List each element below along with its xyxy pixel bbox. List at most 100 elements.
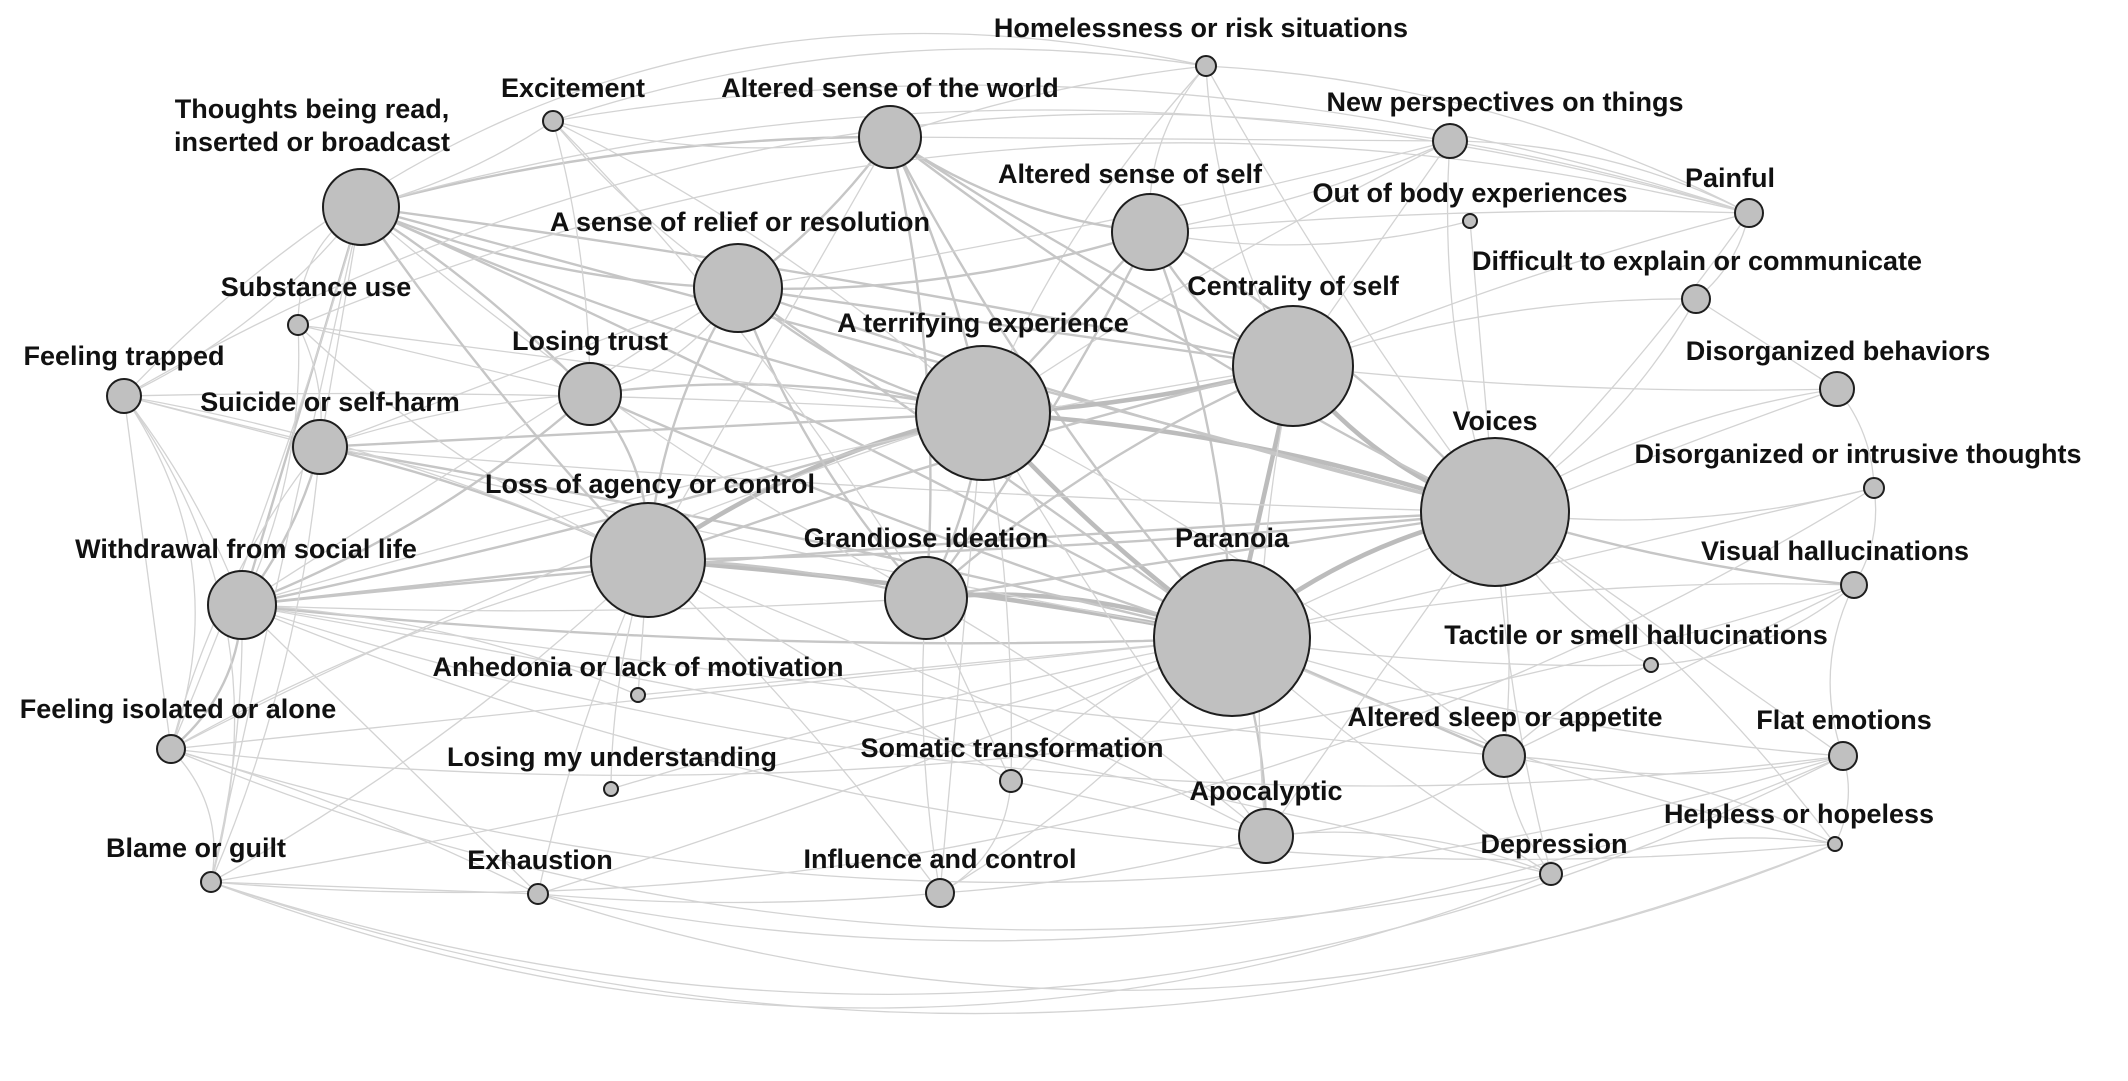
edge-loss-agency-altered-world [647,136,891,561]
edge-arc-blame-helpless [210,843,1836,1015]
edge-paranoia-isolated [170,637,1233,750]
edge-arc-excitement-painful [552,84,1750,214]
edge-withdrawal-altered-sleep [241,604,1505,757]
node-label-disorganized-thoughts: Disorganized or intrusive thoughts [1634,439,2081,469]
node-difficult [1681,284,1711,314]
edge-relief-suicide [319,287,739,448]
edge-isolated-blame [170,748,215,883]
node-anhedonia [630,687,646,703]
node-label-line: Disorganized or intrusive thoughts [1634,439,2081,469]
edge-thoughts-isolated [170,206,362,750]
node-label-line: Substance use [221,272,412,302]
edge-altered-self-painful [1149,210,1750,233]
edge-visual-flat [1829,584,1855,757]
edge-grandiose-altered-world [888,135,932,600]
edge-apocalyptic-depression [1265,831,1552,875]
node-label-line: Visual hallucinations [1701,536,1969,566]
edge-altered-world-new-perspectives [889,136,1451,142]
edge-centrality-relief [736,286,1295,368]
node-label-line: Altered sense of the world [721,73,1059,103]
edge-arc-excitement-homelessness [552,48,1207,122]
node-label-relief: A sense of relief or resolution [550,207,930,237]
node-label-line: Exhaustion [467,845,613,875]
node-label-flat: Flat emotions [1756,705,1932,735]
edge-centrality-thoughts [359,205,1295,368]
edge-suicide-blame [210,446,321,883]
node-label-losing-understanding: Losing my understanding [447,742,777,772]
edge-grandiose-excitement [552,120,927,599]
edge-paranoia-losing-understanding [610,637,1233,790]
edge-paranoia-anhedonia [637,637,1233,696]
edge-paranoia-withdrawal [240,603,1234,645]
node-label-exhaustion: Exhaustion [467,845,613,875]
node-isolated [156,734,186,764]
node-influence [925,878,955,908]
node-losing-trust [558,362,622,426]
node-label-line: Paranoia [1175,523,1290,553]
edge-arc-homelessness-painful [1205,65,1750,214]
edge-altered-world-excitement [552,120,891,149]
node-label-line: A sense of relief or resolution [550,207,930,237]
node-homelessness [1195,55,1217,77]
node-label-somatic: Somatic transformation [860,733,1163,763]
node-label-visual: Visual hallucinations [1701,536,1969,566]
node-terrifying [915,345,1051,481]
node-altered-world [858,105,922,169]
edge-exhaustion-influence [537,892,941,904]
node-label-new-perspectives: New perspectives on things [1326,87,1683,117]
node-paranoia [1153,559,1311,717]
edge-influence-somatic [939,780,1012,894]
node-label-line: Influence and control [803,844,1076,874]
edge-arc-isolated-flat [170,748,1844,884]
edge-altered-self-out-of-body [1149,220,1471,246]
node-depression [1539,862,1563,886]
node-label-line: Losing trust [512,326,668,356]
node-helpless [1827,836,1843,852]
node-label-centrality: Centrality of self [1187,271,1400,301]
node-apocalyptic [1238,808,1294,864]
edge-arc-substance-painful [297,142,1750,326]
node-grandiose [884,556,968,640]
edge-paranoia-losing-trust [588,392,1234,640]
edge-arc-isolated-depression [170,748,1552,931]
edge-suicide-losing-trust [319,393,591,448]
edge-withdrawal-losing-trust [240,392,592,607]
node-label-apocalyptic: Apocalyptic [1189,776,1342,806]
node-thoughts [322,168,400,246]
node-label-helpless: Helpless or hopeless [1664,799,1934,829]
edge-arc-feeling-trapped-homelessness [123,32,1207,397]
edge-relief-altered-self [736,230,1152,291]
node-label-line: Apocalyptic [1189,776,1342,806]
node-label-line: Difficult to explain or communicate [1472,246,1922,276]
node-label-line: Helpless or hopeless [1664,799,1934,829]
edge-arc-feeling-trapped-isolated [123,395,196,750]
edge-paranoia-visual [1231,583,1855,639]
edge-grandiose-relief [736,286,928,600]
edge-arc-blame-depression [210,873,1552,1009]
edge-voices-suicide [319,446,1496,513]
node-label-line: Somatic transformation [860,733,1163,763]
edge-arc-blame-disorganized-thoughts [210,487,1875,894]
node-label-tactile: Tactile or smell hallucinations [1444,620,1828,650]
node-label-line: Anhedonia or lack of motivation [432,652,843,682]
node-visual [1840,571,1868,599]
edge-thoughts-altered-world [359,135,892,209]
node-label-line: Thoughts being read, [175,94,450,124]
edge-voices-withdrawal [240,510,1497,607]
node-label-isolated: Feeling isolated or alone [20,694,337,724]
edge-withdrawal-anhedonia [241,604,639,696]
edge-paranoia-blame [210,637,1233,883]
edge-centrality-altered-world [888,135,1295,368]
node-label-suicide: Suicide or self-harm [200,387,460,417]
node-label-thoughts: Thoughts being read,inserted or broadcas… [174,94,450,157]
node-label-grandiose: Grandiose ideation [804,523,1049,553]
node-tactile [1643,657,1659,673]
edge-arc-withdrawal-helpless [241,604,1836,861]
edge-terrifying-apocalyptic [982,412,1267,837]
node-out-of-body [1462,213,1478,229]
edge-depression-helpless [1550,837,1836,875]
node-substance [287,314,309,336]
edge-arc-exhaustion-helpless [537,843,1836,991]
node-label-line: Tactile or smell hallucinations [1444,620,1828,650]
node-voices [1420,437,1570,587]
